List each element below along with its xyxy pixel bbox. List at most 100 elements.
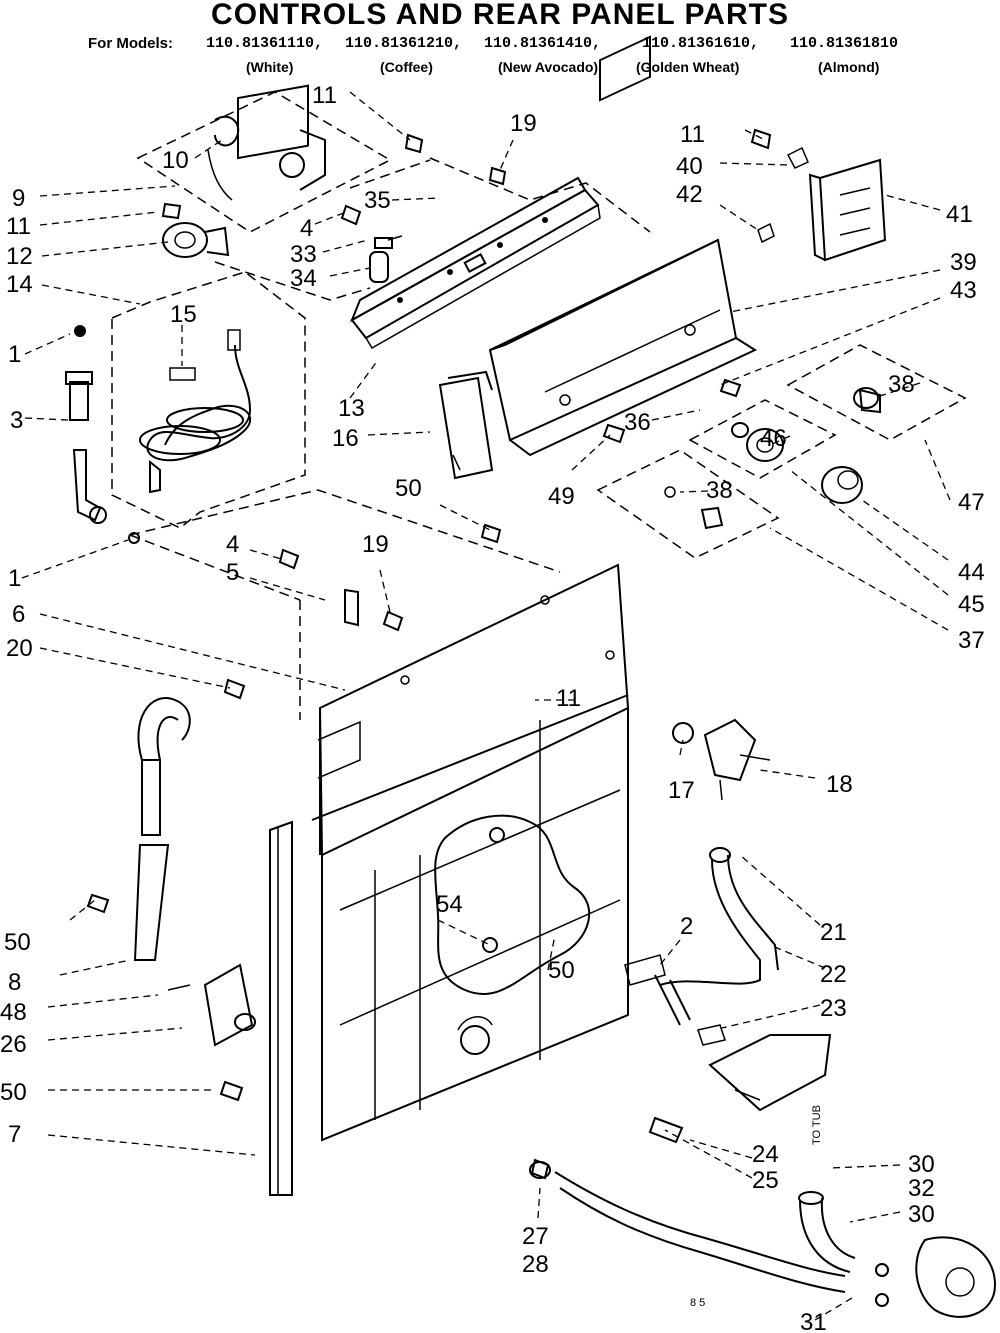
to-tub-note: TO TUB bbox=[811, 1105, 823, 1145]
callout-30-lower: 30 bbox=[908, 1201, 935, 1228]
callout-18: 18 bbox=[826, 771, 853, 798]
callout-36: 36 bbox=[624, 409, 651, 436]
model-number-new-avocado: 110.81361410, bbox=[484, 35, 602, 52]
callout-1-top: 1 bbox=[8, 341, 21, 368]
model-color-golden-wheat: (Golden Wheat) bbox=[636, 59, 740, 75]
callout-16: 16 bbox=[332, 425, 359, 452]
callout-8: 8 bbox=[8, 969, 21, 996]
timer-motor-drawing bbox=[207, 84, 326, 201]
power-cord-drawing bbox=[139, 329, 252, 494]
control-rail-drawing bbox=[350, 176, 601, 350]
callout-28: 28 bbox=[522, 1251, 549, 1278]
line-art bbox=[21, 35, 997, 1321]
knob-group-lower-outline bbox=[596, 449, 780, 559]
knob-group-upper-outline bbox=[786, 344, 967, 441]
callout-11-top: 11 bbox=[312, 82, 337, 109]
callout-14: 14 bbox=[6, 271, 33, 298]
knob-group-middle-outline bbox=[688, 399, 837, 479]
model-number-coffee: 110.81361210, bbox=[345, 35, 463, 52]
callout-labels: 11 19 10 9 11 12 35 4 33 34 14 15 1 3 13… bbox=[0, 82, 985, 1333]
callout-24: 24 bbox=[752, 1141, 779, 1168]
callout-46: 46 bbox=[760, 425, 787, 452]
callout-32: 32 bbox=[908, 1175, 935, 1202]
callout-50-panel: 50 bbox=[548, 957, 575, 984]
pump-drawing bbox=[697, 1024, 832, 1112]
model-color-almond: (Almond) bbox=[818, 59, 880, 75]
callout-30-upper: 30 bbox=[908, 1151, 935, 1178]
fill-hose-drawing bbox=[65, 325, 140, 544]
callout-38-upper: 38 bbox=[888, 371, 915, 398]
callout-41: 41 bbox=[946, 201, 973, 228]
leader-lines bbox=[21, 91, 951, 1321]
knob-drawing bbox=[664, 387, 881, 530]
callout-45: 45 bbox=[958, 591, 985, 618]
page-code: 8 5 bbox=[690, 1297, 705, 1309]
callout-37: 37 bbox=[958, 627, 985, 654]
callout-20: 20 bbox=[6, 635, 33, 662]
bottom-hose-drawing bbox=[529, 1161, 846, 1293]
callout-4-mid: 4 bbox=[226, 531, 239, 558]
callout-19-mid: 19 bbox=[362, 531, 389, 558]
callout-15: 15 bbox=[170, 301, 197, 328]
screws bbox=[86, 128, 772, 1180]
callout-47: 47 bbox=[958, 489, 985, 516]
callout-7: 7 bbox=[8, 1121, 21, 1148]
callout-50-lower: 50 bbox=[0, 1079, 27, 1106]
callout-11-right: 11 bbox=[680, 121, 705, 148]
vertical-strip-drawing bbox=[269, 820, 293, 1196]
callout-23: 23 bbox=[820, 995, 847, 1022]
console-drawing bbox=[488, 35, 758, 457]
callout-12: 12 bbox=[6, 243, 33, 270]
water-level-switch-drawing bbox=[162, 222, 371, 301]
callout-39: 39 bbox=[950, 249, 977, 276]
console-end-cap-drawing bbox=[438, 370, 494, 480]
callout-11-panel: 11 bbox=[556, 685, 581, 712]
callout-44: 44 bbox=[958, 559, 985, 586]
power-cord-group-outline bbox=[111, 271, 306, 529]
callout-17: 17 bbox=[668, 777, 695, 804]
console-group-outline bbox=[349, 157, 651, 233]
callout-26: 26 bbox=[0, 1031, 27, 1058]
model-number-golden-wheat: 110.81361610, bbox=[642, 35, 760, 52]
capacitor-drawing bbox=[369, 235, 403, 283]
callout-22: 22 bbox=[820, 961, 847, 988]
callout-11-left: 11 bbox=[6, 213, 31, 240]
callout-6: 6 bbox=[12, 601, 25, 628]
callout-5: 5 bbox=[226, 559, 239, 586]
callout-4-top: 4 bbox=[300, 215, 313, 242]
callout-50-left: 50 bbox=[4, 929, 31, 956]
timer-group-outline bbox=[136, 91, 392, 233]
callout-31: 31 bbox=[800, 1309, 827, 1333]
callout-33: 33 bbox=[290, 241, 317, 268]
callout-40: 40 bbox=[676, 153, 703, 180]
callout-42: 42 bbox=[676, 181, 703, 208]
callout-50-upper: 50 bbox=[395, 475, 422, 502]
callout-48: 48 bbox=[0, 999, 27, 1026]
callout-35: 35 bbox=[364, 187, 391, 214]
page-title: CONTROLS AND REAR PANEL PARTS bbox=[211, 0, 789, 31]
callout-49: 49 bbox=[548, 483, 575, 510]
callout-54: 54 bbox=[436, 891, 463, 918]
rear-panel-group-outline bbox=[129, 489, 561, 720]
callout-3: 3 bbox=[10, 407, 23, 434]
hose-22-drawing bbox=[624, 847, 779, 1026]
callout-38-lower: 38 bbox=[706, 477, 733, 504]
model-color-coffee: (Coffee) bbox=[380, 59, 433, 75]
rear-panel-drawing bbox=[311, 563, 630, 1142]
callout-25: 25 bbox=[752, 1167, 779, 1194]
callout-43: 43 bbox=[950, 277, 977, 304]
bracket-drawing bbox=[757, 146, 887, 262]
models-prefix: For Models: bbox=[88, 35, 173, 52]
drain-hose-drawing bbox=[133, 697, 191, 961]
callout-13: 13 bbox=[338, 395, 365, 422]
pump-body-31-drawing bbox=[915, 1236, 997, 1318]
model-number-white: 110.81361110, bbox=[206, 35, 324, 52]
model-number-almond: 110.81361810 bbox=[790, 35, 899, 52]
callout-9: 9 bbox=[12, 185, 25, 212]
callout-19-top: 19 bbox=[510, 110, 537, 137]
callout-2: 2 bbox=[680, 913, 693, 940]
model-color-new-avocado: (New Avocado) bbox=[498, 59, 599, 75]
elbow-hose-drawing bbox=[798, 1191, 889, 1307]
